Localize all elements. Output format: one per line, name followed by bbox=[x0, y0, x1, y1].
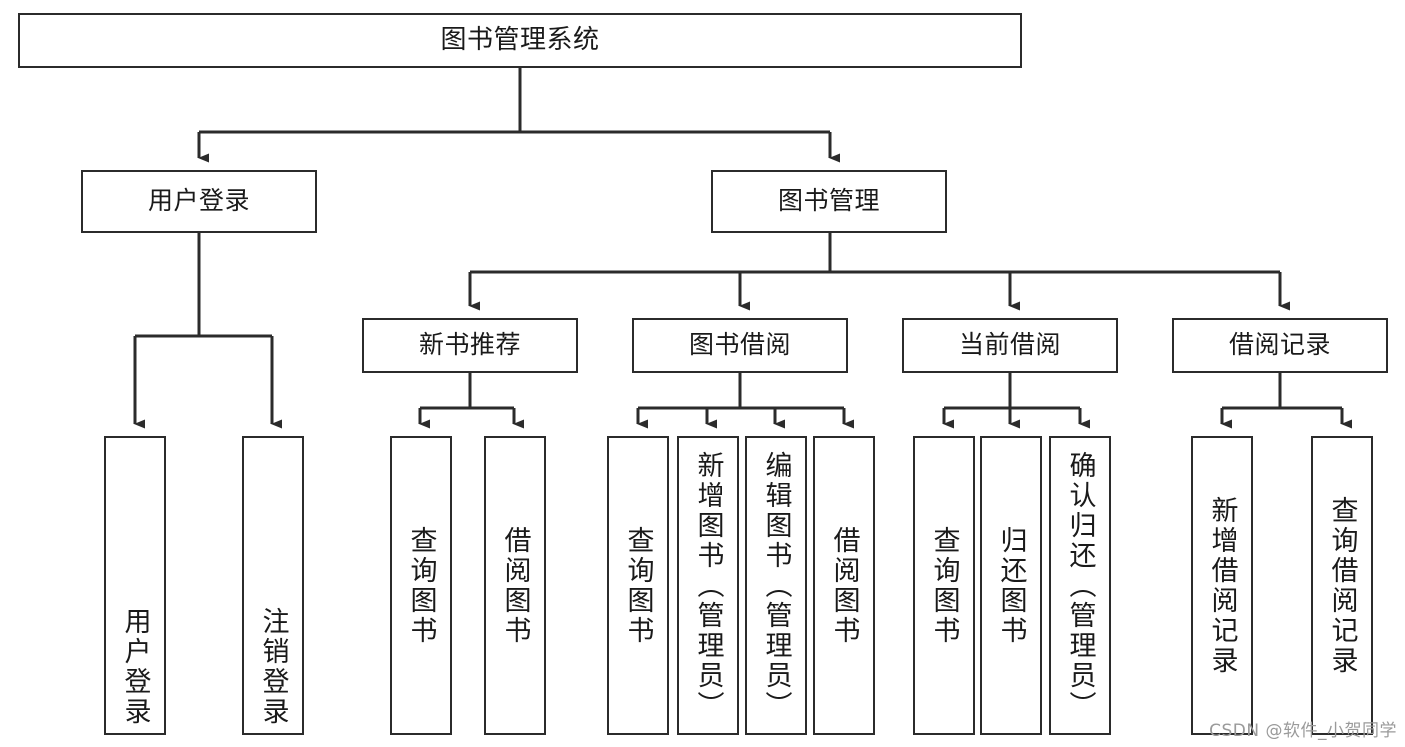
node-leaf-query-book-3[interactable]: 查询图书 bbox=[913, 436, 975, 735]
node-user-login[interactable]: 用户登录 bbox=[81, 170, 317, 233]
node-label: 借阅记录 bbox=[1228, 330, 1331, 360]
node-label: 新书推荐 bbox=[418, 330, 521, 360]
node-label: 借阅图书 bbox=[499, 525, 531, 646]
node-root-book-management-system[interactable]: 图书管理系统 bbox=[18, 13, 1022, 68]
node-leaf-user-login[interactable]: 用户登录 bbox=[104, 436, 166, 735]
node-label: 编辑图书（管理员） bbox=[760, 450, 792, 721]
node-label: 查询图书 bbox=[622, 525, 654, 646]
node-label: 归还图书 bbox=[995, 525, 1027, 646]
node-new-book-recommend[interactable]: 新书推荐 bbox=[362, 318, 578, 373]
node-leaf-query-book-1[interactable]: 查询图书 bbox=[390, 436, 452, 735]
node-label: 注销登录 bbox=[257, 607, 289, 727]
node-leaf-borrow-book-2[interactable]: 借阅图书 bbox=[813, 436, 875, 735]
node-label: 新增借阅记录 bbox=[1206, 495, 1238, 676]
node-label: 确认归还（管理员） bbox=[1064, 450, 1096, 721]
node-leaf-add-book[interactable]: 新增图书（管理员） bbox=[677, 436, 739, 735]
node-label: 图书借阅 bbox=[688, 330, 791, 360]
node-label: 用户登录 bbox=[119, 607, 151, 727]
node-book-management[interactable]: 图书管理 bbox=[711, 170, 947, 233]
node-leaf-confirm-return[interactable]: 确认归还（管理员） bbox=[1049, 436, 1111, 735]
node-label: 查询图书 bbox=[405, 525, 437, 646]
csdn-watermark: CSDN @软件_小贺同学 bbox=[1209, 721, 1397, 741]
node-leaf-logout-login[interactable]: 注销登录 bbox=[242, 436, 304, 735]
node-current-borrow[interactable]: 当前借阅 bbox=[902, 318, 1118, 373]
node-borrow-record[interactable]: 借阅记录 bbox=[1172, 318, 1388, 373]
node-leaf-borrow-book-1[interactable]: 借阅图书 bbox=[484, 436, 546, 735]
node-leaf-query-book-2[interactable]: 查询图书 bbox=[607, 436, 669, 735]
node-leaf-query-record[interactable]: 查询借阅记录 bbox=[1311, 436, 1373, 735]
node-label: 查询图书 bbox=[928, 525, 960, 646]
node-label: 查询借阅记录 bbox=[1326, 495, 1358, 676]
node-label: 当前借阅 bbox=[958, 330, 1061, 360]
node-leaf-add-record[interactable]: 新增借阅记录 bbox=[1191, 436, 1253, 735]
node-label: 借阅图书 bbox=[828, 525, 860, 646]
node-label: 图书管理 bbox=[777, 186, 880, 216]
node-leaf-return-book[interactable]: 归还图书 bbox=[980, 436, 1042, 735]
node-leaf-edit-book[interactable]: 编辑图书（管理员） bbox=[745, 436, 807, 735]
node-book-borrow[interactable]: 图书借阅 bbox=[632, 318, 848, 373]
node-label: 新增图书（管理员） bbox=[692, 450, 724, 721]
node-label: 用户登录 bbox=[147, 186, 250, 216]
node-label: 图书管理系统 bbox=[440, 24, 600, 55]
